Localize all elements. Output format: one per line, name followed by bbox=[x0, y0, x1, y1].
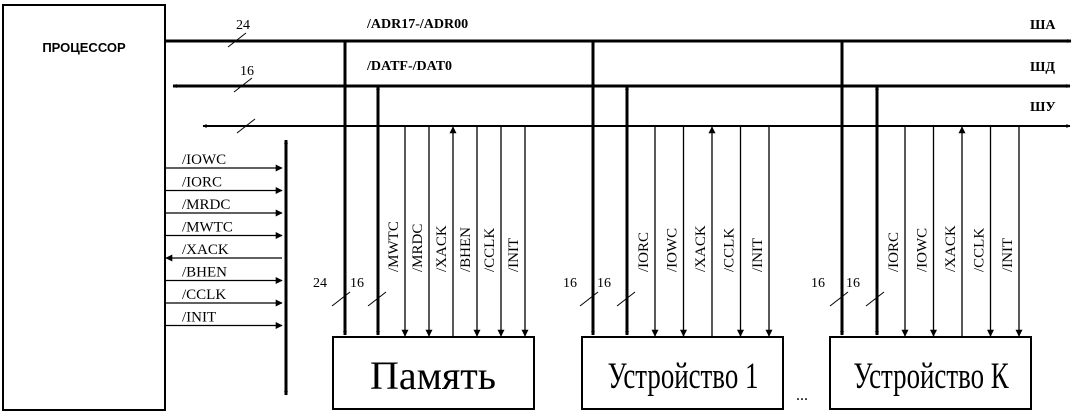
device-k-label: Устройство К bbox=[853, 355, 1009, 396]
memory-data-tick bbox=[367, 291, 387, 307]
device-1-signal-label-cclk: /CCLK bbox=[722, 228, 738, 272]
memory-signal-label-cclk: /CCLK bbox=[482, 228, 498, 272]
device-1-signal-label-init: /INIT bbox=[750, 238, 766, 272]
address-bus-width: 24 bbox=[236, 18, 250, 33]
processor-signal-label-iowc: /IOWC bbox=[182, 152, 226, 168]
processor-signal-label-cclk: /CCLK bbox=[182, 287, 226, 303]
device-1-signal-label-iorc: /IORC bbox=[636, 232, 652, 272]
device-k-address-tick bbox=[829, 291, 849, 307]
device-k-signal-label-init: /INIT bbox=[1000, 238, 1016, 272]
processor-signal-label-mrdc: /MRDC bbox=[182, 197, 230, 213]
device-k-address-width: 16 bbox=[811, 276, 825, 291]
processor-signal-label-iorc: /IORC bbox=[182, 175, 222, 191]
processor-signal-label-init: /INIT bbox=[182, 310, 216, 326]
device-k-signals: /IORC/IOWC/XACK/CCLK/INIT bbox=[886, 126, 1023, 337]
address-bus-signal: /ADR17-/ADR00 bbox=[366, 17, 468, 32]
device-k-signal-label-iowc: /IOWC bbox=[915, 228, 931, 272]
device-1-signal-label-iowc: /IOWC bbox=[665, 228, 681, 272]
device-1-signals: /IORC/IOWC/XACK/CCLK/INIT bbox=[636, 126, 773, 337]
device-1-address-width: 16 bbox=[563, 276, 577, 291]
address-bus-width-tick bbox=[227, 32, 247, 48]
device-k-data-width: 16 bbox=[846, 276, 860, 291]
device-1-box bbox=[581, 336, 784, 410]
memory-block: 24 16 /MWTC/MRDC/XACK/BHEN/CCLK/INIT Пам… bbox=[313, 41, 535, 410]
device-1-data-tick bbox=[616, 291, 636, 307]
memory-signal-label-bhen: /BHEN bbox=[458, 227, 474, 272]
device-1-data-width: 16 bbox=[597, 276, 611, 291]
processor-signals: /IOWC/IORC/MRDC/MWTC/XACK/BHEN/CCLK/INIT bbox=[165, 152, 283, 329]
device-1-label: Устройство 1 bbox=[608, 355, 759, 396]
device-k-block: 16 16 /IORC/IOWC/XACK/CCLK/INIT Устройст… bbox=[811, 41, 1032, 410]
address-bus: 24 /ADR17-/ADR00 ША bbox=[165, 17, 1072, 48]
memory-signal-label-init: /INIT bbox=[506, 238, 522, 272]
processor-signal-label-xack: /XACK bbox=[182, 242, 229, 258]
control-bus-name: ШУ bbox=[1030, 100, 1056, 115]
memory-signal-label-mwtc: /MWTC bbox=[386, 221, 402, 272]
device-1-signal-label-xack: /XACK bbox=[693, 225, 709, 272]
processor-signal-label-bhen: /BHEN bbox=[182, 265, 227, 281]
memory-signals: /MWTC/MRDC/XACK/BHEN/CCLK/INIT bbox=[386, 126, 529, 337]
control-bus-tick bbox=[236, 118, 256, 134]
data-bus: 16 /DATF-/DAT0 ШД bbox=[172, 59, 1071, 93]
data-bus-signal: /DATF-/DAT0 bbox=[366, 59, 452, 74]
processor-block bbox=[2, 4, 166, 411]
memory-address-width: 24 bbox=[313, 276, 327, 291]
device-ellipsis: ... bbox=[796, 387, 808, 404]
device-k-box bbox=[829, 336, 1032, 410]
control-bus: ШУ bbox=[202, 100, 1071, 134]
memory-signal-label-mrdc: /MRDC bbox=[410, 224, 426, 272]
device-1-address-tick bbox=[579, 291, 599, 307]
device-1-block: 16 16 /IORC/IOWC/XACK/CCLK/INIT Устройст… bbox=[563, 41, 784, 410]
memory-address-tick bbox=[331, 291, 351, 307]
memory-data-width: 16 bbox=[350, 276, 364, 291]
device-k-signal-label-xack: /XACK bbox=[943, 225, 959, 272]
data-bus-name: ШД bbox=[1030, 60, 1055, 75]
memory-label: Память bbox=[370, 353, 496, 398]
processor-signal-label-mwtc: /MWTC bbox=[182, 220, 233, 236]
data-bus-width: 16 bbox=[240, 64, 254, 79]
device-k-signal-label-iorc: /IORC bbox=[886, 232, 902, 272]
device-k-data-tick bbox=[865, 291, 885, 307]
processor-label: ПРОЦЕССОР bbox=[42, 40, 126, 55]
address-bus-name: ША bbox=[1030, 18, 1056, 33]
device-k-signal-label-cclk: /CCLK bbox=[972, 228, 988, 272]
memory-signal-label-xack: /XACK bbox=[434, 225, 450, 272]
data-bus-width-tick bbox=[233, 77, 253, 93]
memory-box bbox=[332, 336, 535, 410]
